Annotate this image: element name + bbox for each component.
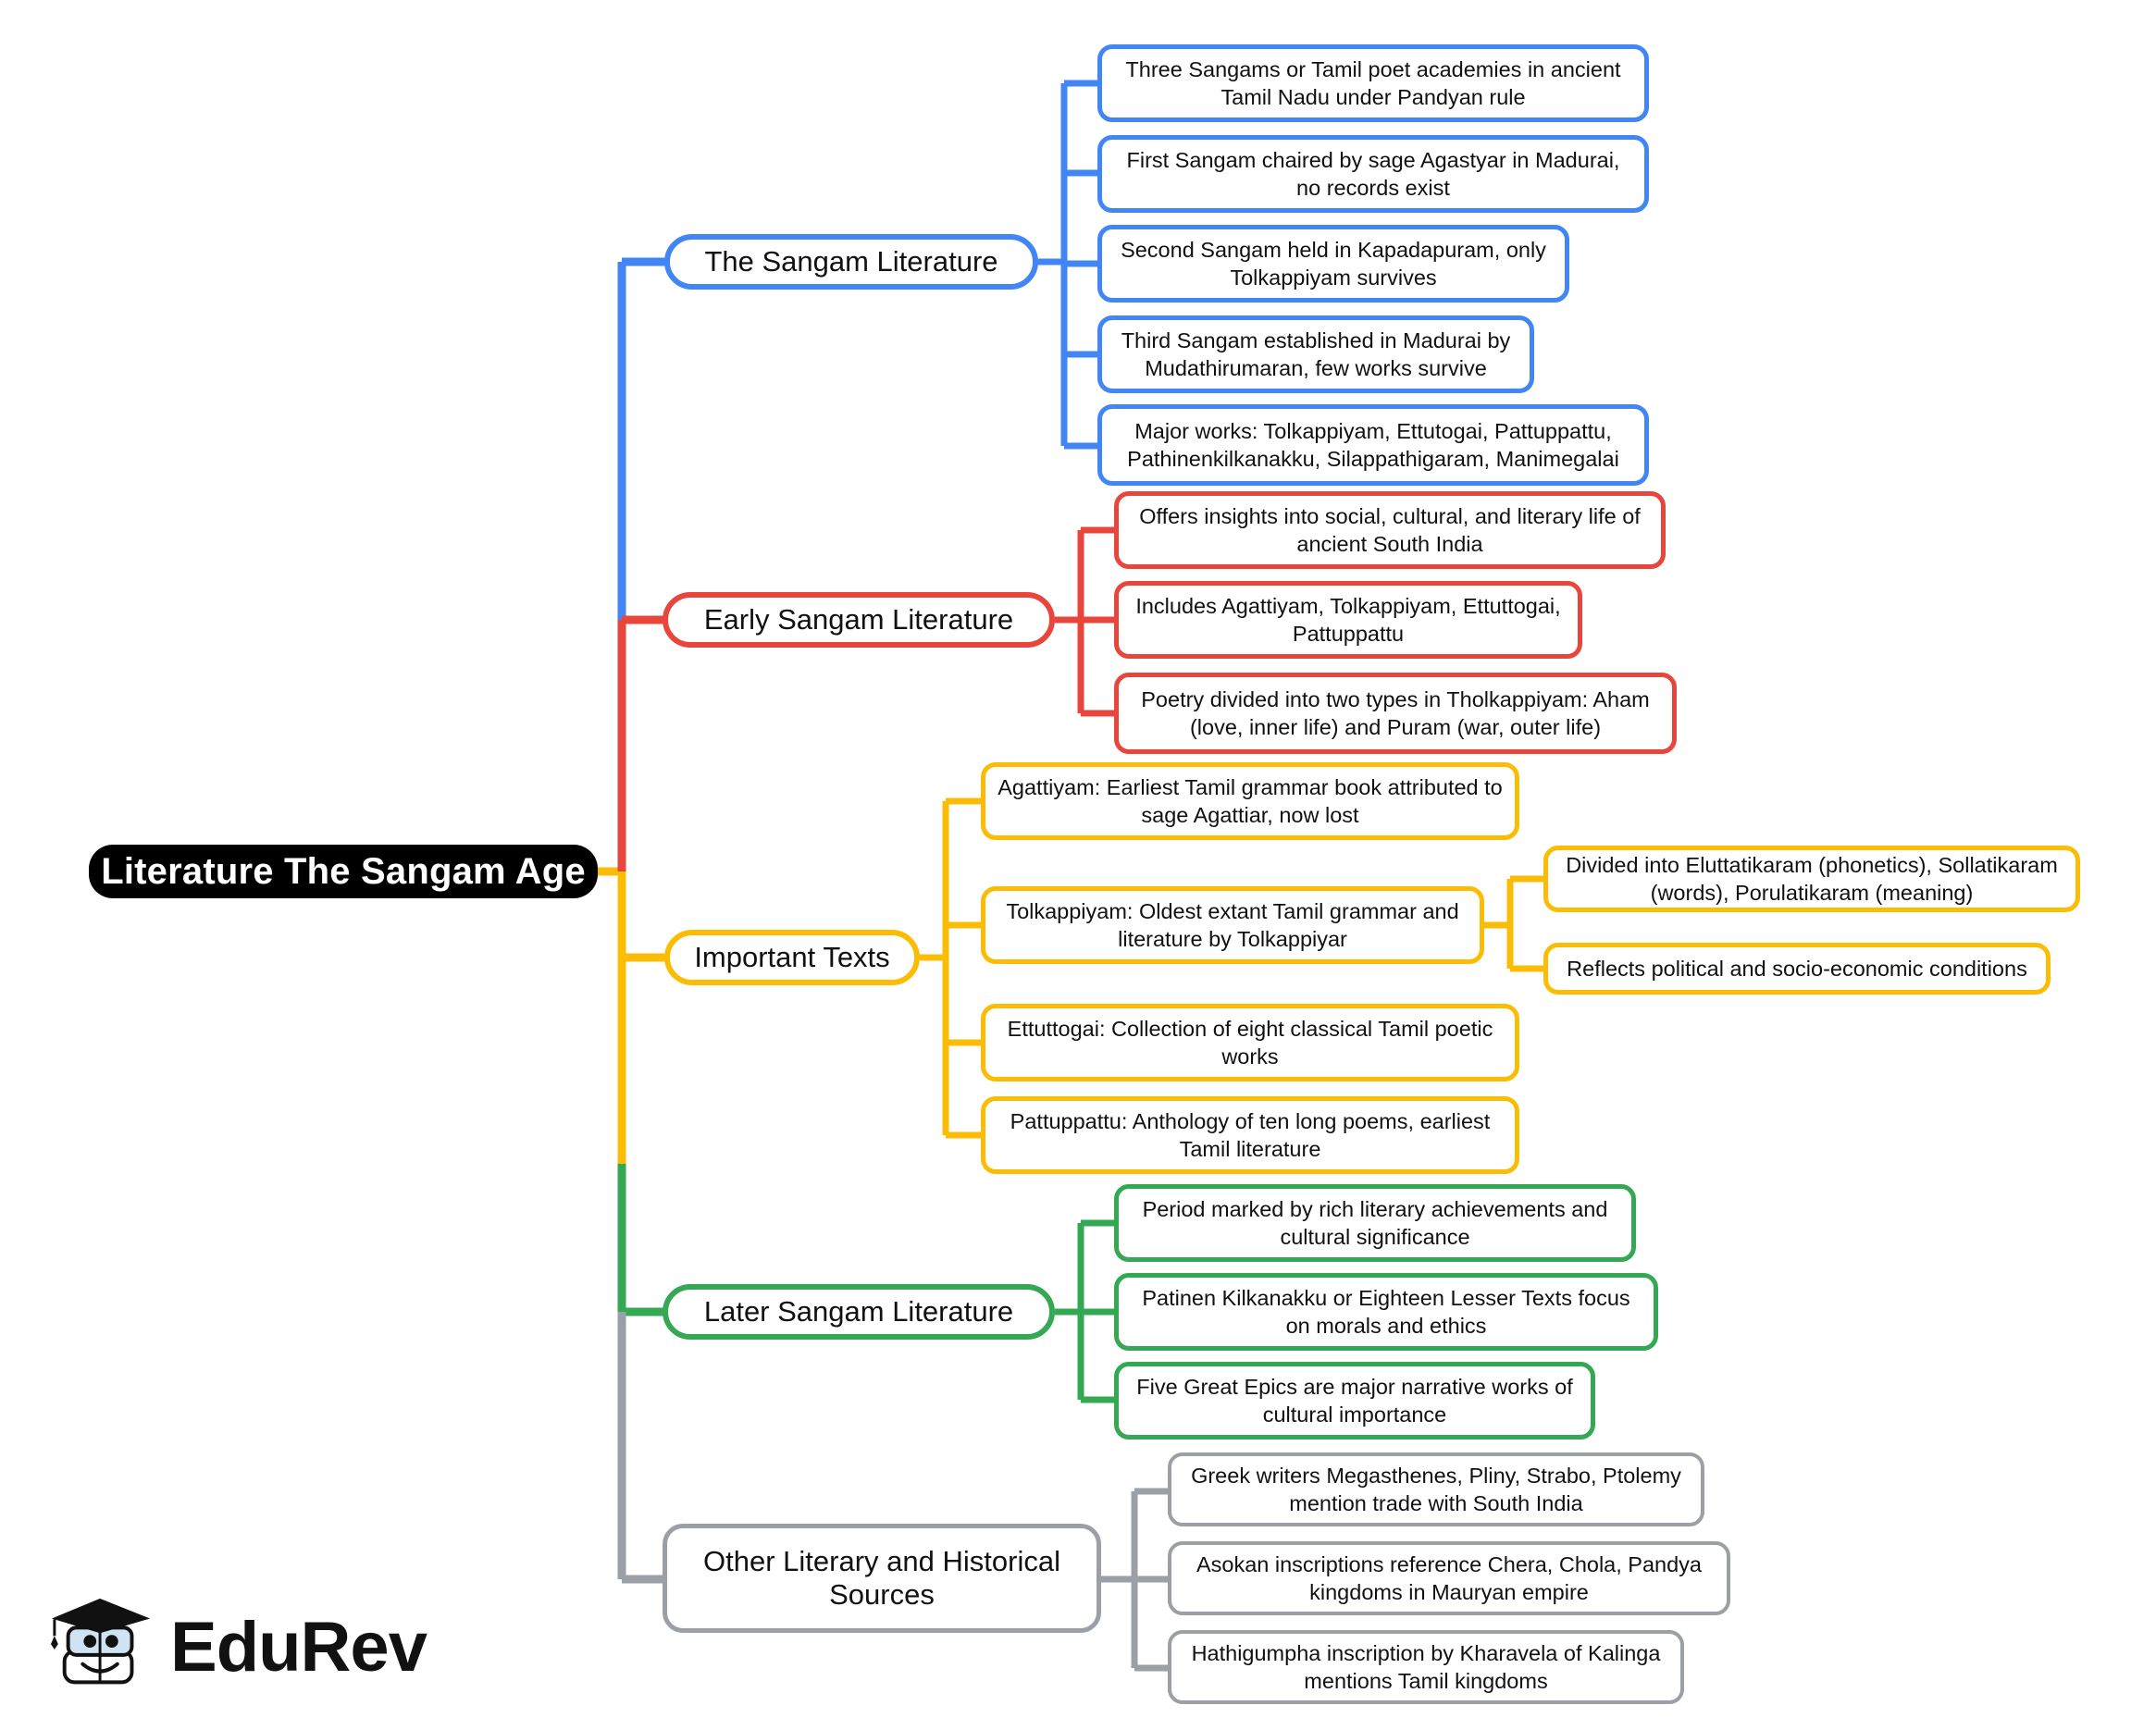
branch-node-other-sources[interactable]: Other Literary and Historical Sources [663, 1524, 1101, 1633]
leaf-label: Three Sangams or Tamil poet academies in… [1125, 56, 1621, 109]
edurev-logo-text: EduRev [170, 1608, 427, 1687]
branch-node-later-sangam-literature[interactable]: Later Sangam Literature [663, 1284, 1055, 1340]
leaf-node[interactable]: Greek writers Megasthenes, Pliny, Strabo… [1168, 1452, 1704, 1526]
leaf-node[interactable]: Divided into Eluttatikaram (phonetics), … [1543, 846, 2080, 912]
leaf-node[interactable]: Offers insights into social, cultural, a… [1114, 491, 1666, 569]
edurev-logo[interactable]: EduRev [48, 1593, 427, 1702]
leaf-node[interactable]: First Sangam chaired by sage Agastyar in… [1097, 135, 1649, 213]
leaf-label: Poetry divided into two types in Tholkap… [1141, 686, 1650, 739]
leaf-node[interactable]: Second Sangam held in Kapadapuram, only … [1097, 225, 1569, 303]
leaf-label: Offers insights into social, cultural, a… [1139, 503, 1641, 556]
leaf-label: Five Great Epics are major narrative wor… [1136, 1374, 1573, 1427]
leaf-node[interactable]: Period marked by rich literary achieveme… [1114, 1184, 1636, 1262]
leaf-label: Hathigumpha inscription by Kharavela of … [1191, 1640, 1661, 1693]
branch-label: Important Texts [694, 941, 890, 974]
leaf-label: Pattuppattu: Anthology of ten long poems… [1010, 1108, 1491, 1161]
leaf-label: Second Sangam held in Kapadapuram, only … [1121, 237, 1546, 290]
leaf-label: Ettuttogai: Collection of eight classica… [1007, 1016, 1493, 1069]
branch-node-important-texts[interactable]: Important Texts [664, 930, 920, 985]
leaf-node[interactable]: Patinen Kilkanakku or Eighteen Lesser Te… [1114, 1273, 1658, 1351]
branch-label: The Sangam Literature [704, 245, 998, 278]
leaf-node[interactable]: Third Sangam established in Madurai by M… [1097, 315, 1534, 393]
branch-label: Later Sangam Literature [703, 1295, 1014, 1328]
leaf-node[interactable]: Tolkappiyam: Oldest extant Tamil grammar… [981, 886, 1484, 964]
branch-node-sangam-literature[interactable]: The Sangam Literature [664, 234, 1038, 290]
leaf-node[interactable]: Ettuttogai: Collection of eight classica… [981, 1004, 1519, 1081]
graduation-cap-book-mascot-icon [48, 1593, 157, 1702]
leaf-node[interactable]: Pattuppattu: Anthology of ten long poems… [981, 1096, 1519, 1174]
root-node[interactable]: Literature The Sangam Age [89, 845, 598, 898]
leaf-label: Includes Agattiyam, Tolkappiyam, Ettutto… [1135, 593, 1561, 646]
leaf-label: Divided into Eluttatikaram (phonetics), … [1566, 852, 2058, 905]
leaf-node[interactable]: Includes Agattiyam, Tolkappiyam, Ettutto… [1114, 581, 1582, 659]
branch-label: Early Sangam Literature [703, 603, 1014, 636]
leaf-node[interactable]: Five Great Epics are major narrative wor… [1114, 1362, 1595, 1440]
leaf-node[interactable]: Asokan inscriptions reference Chera, Cho… [1168, 1541, 1730, 1615]
leaf-node[interactable]: Hathigumpha inscription by Kharavela of … [1168, 1630, 1684, 1704]
leaf-node[interactable]: Major works: Tolkappiyam, Ettutogai, Pat… [1097, 404, 1649, 486]
leaf-label: Major works: Tolkappiyam, Ettutogai, Pat… [1127, 418, 1619, 471]
leaf-node[interactable]: Agattiyam: Earliest Tamil grammar book a… [981, 762, 1519, 840]
leaf-node[interactable]: Reflects political and socio-economic co… [1543, 943, 2051, 995]
branch-label: Other Literary and Historical Sources [703, 1545, 1060, 1611]
leaf-label: Reflects political and socio-economic co… [1567, 956, 2027, 981]
leaf-label: Asokan inscriptions reference Chera, Cho… [1196, 1551, 1703, 1604]
leaf-label: Period marked by rich literary achieveme… [1142, 1196, 1608, 1249]
leaf-node[interactable]: Poetry divided into two types in Tholkap… [1114, 673, 1677, 754]
leaf-node[interactable]: Three Sangams or Tamil poet academies in… [1097, 44, 1649, 122]
leaf-label: Agattiyam: Earliest Tamil grammar book a… [997, 774, 1503, 827]
leaf-label: Patinen Kilkanakku or Eighteen Lesser Te… [1142, 1285, 1630, 1338]
leaf-label: Tolkappiyam: Oldest extant Tamil grammar… [1006, 898, 1459, 951]
branch-node-early-sangam-literature[interactable]: Early Sangam Literature [663, 592, 1055, 648]
leaf-label: Greek writers Megasthenes, Pliny, Strabo… [1191, 1463, 1681, 1515]
leaf-label: First Sangam chaired by sage Agastyar in… [1126, 147, 1620, 200]
leaf-label: Third Sangam established in Madurai by M… [1121, 327, 1511, 380]
root-node-label: Literature The Sangam Age [101, 850, 586, 892]
